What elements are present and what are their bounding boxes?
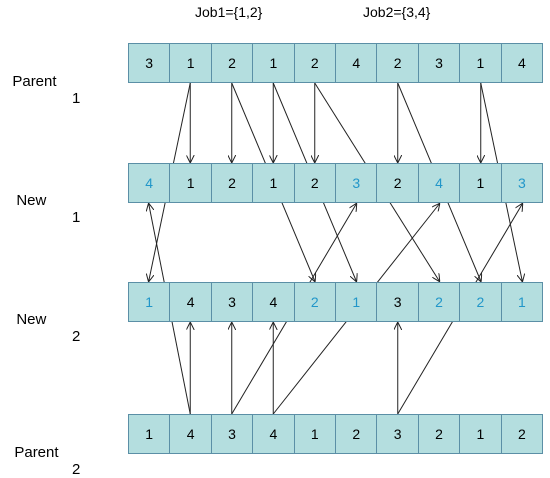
gene-cell: 4 xyxy=(170,283,212,321)
row-label-num: 1 xyxy=(72,90,81,107)
row-label-num: 2 xyxy=(72,328,81,345)
job1-label: Job1={1,2} xyxy=(195,4,263,20)
gene-cell: 1 xyxy=(170,44,212,82)
gene-cell: 1 xyxy=(129,283,171,321)
gene-cell: 2 xyxy=(418,283,461,321)
row-label-parent2: Parent 2 xyxy=(6,427,80,478)
gene-cell: 3 xyxy=(501,164,543,202)
row-label-new1: New 1 xyxy=(8,175,80,226)
row-label-word: New xyxy=(16,192,47,209)
gene-cell: 3 xyxy=(336,164,378,202)
gene-cell: 2 xyxy=(377,164,419,202)
gene-cell: 4 xyxy=(170,415,212,453)
gene-cell: 3 xyxy=(129,44,171,82)
gene-cell: 1 xyxy=(460,164,502,202)
gene-cell: 2 xyxy=(294,164,337,202)
gene-cell: 1 xyxy=(294,415,337,453)
gene-cell: 2 xyxy=(294,283,337,321)
job2-label: Job2={3,4} xyxy=(363,4,431,20)
row-label-num: 2 xyxy=(72,461,81,478)
gene-cell: 1 xyxy=(460,44,502,82)
row-label-word: New xyxy=(16,311,47,328)
row-label-word: Parent xyxy=(12,73,57,90)
gene-cell: 1 xyxy=(170,164,212,202)
row-label-word: Parent xyxy=(14,444,59,461)
gene-cell: 4 xyxy=(501,44,543,82)
gene-cell: 4 xyxy=(129,164,171,202)
row-label-new2: New 2 xyxy=(8,294,80,345)
gene-cell: 2 xyxy=(336,415,378,453)
gene-cell: 1 xyxy=(460,415,502,453)
row-label-parent1: Parent 1 xyxy=(4,56,80,107)
gene-cell: 1 xyxy=(253,164,295,202)
gene-cell: 2 xyxy=(501,415,543,453)
gene-cell: 1 xyxy=(336,283,378,321)
gene-cell: 2 xyxy=(211,44,254,82)
gene-cell: 2 xyxy=(418,415,461,453)
gene-cell: 1 xyxy=(129,415,171,453)
gene-cell: 3 xyxy=(377,415,419,453)
gene-cell: 2 xyxy=(377,44,419,82)
gene-cell: 4 xyxy=(253,283,295,321)
gene-cell: 4 xyxy=(253,415,295,453)
gene-cell: 3 xyxy=(418,44,461,82)
gene-cell: 2 xyxy=(294,44,337,82)
gene-cell: 4 xyxy=(418,164,461,202)
gene-cell: 3 xyxy=(211,283,254,321)
gene-cell: 4 xyxy=(336,44,378,82)
gene-cell: 2 xyxy=(211,164,254,202)
gene-cell: 3 xyxy=(211,415,254,453)
gene-cell: 3 xyxy=(377,283,419,321)
gene-cell: 2 xyxy=(460,283,502,321)
gene-cell: 1 xyxy=(501,283,543,321)
gene-cell: 1 xyxy=(253,44,295,82)
row-label-num: 1 xyxy=(72,209,81,226)
